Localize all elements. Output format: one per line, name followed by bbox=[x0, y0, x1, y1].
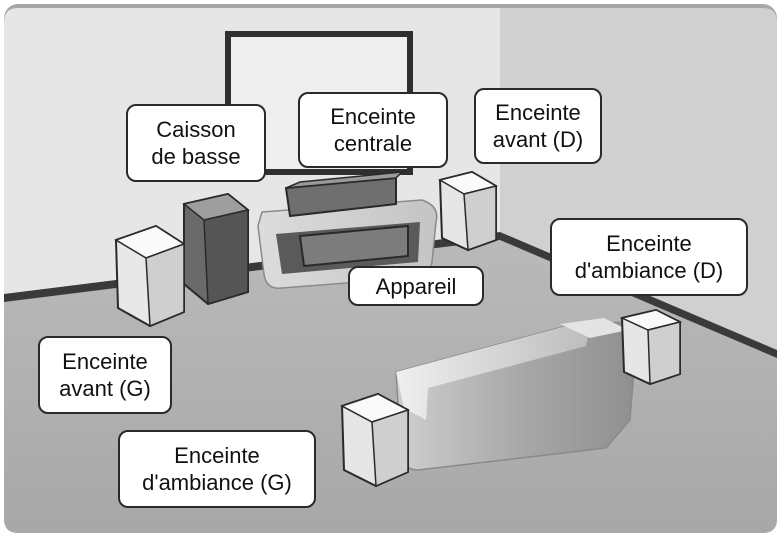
label-front-left-line2: avant (G) bbox=[59, 376, 151, 401]
label-center-line2: centrale bbox=[333, 131, 413, 156]
label-front-right: Enceinte avant (D) bbox=[474, 88, 602, 164]
label-device: Appareil bbox=[348, 266, 484, 306]
label-surround-right-line2: d'ambiance (D) bbox=[574, 258, 724, 283]
label-front-left-line1: Enceinte bbox=[62, 349, 148, 374]
label-surround-left: Enceinte d'ambiance (G) bbox=[118, 430, 316, 508]
label-front-left: Enceinte avant (G) bbox=[38, 336, 172, 414]
label-center-line1: Enceinte bbox=[330, 104, 416, 129]
label-surround-right: Enceinte d'ambiance (D) bbox=[550, 218, 748, 296]
label-surround-right-line1: Enceinte bbox=[606, 231, 692, 256]
label-subwoofer-line2: de basse bbox=[151, 144, 241, 169]
label-device-line1: Appareil bbox=[375, 273, 457, 299]
device-receiver bbox=[298, 224, 409, 268]
label-surround-left-line1: Enceinte bbox=[174, 443, 260, 468]
label-subwoofer-line1: Caisson bbox=[156, 117, 236, 142]
label-front-right-line1: Enceinte bbox=[495, 100, 581, 125]
label-surround-left-line2: d'ambiance (G) bbox=[142, 470, 292, 495]
label-center-speaker: Enceinte centrale bbox=[298, 92, 448, 168]
label-front-right-line2: avant (D) bbox=[492, 127, 584, 152]
label-subwoofer: Caisson de basse bbox=[126, 104, 266, 182]
